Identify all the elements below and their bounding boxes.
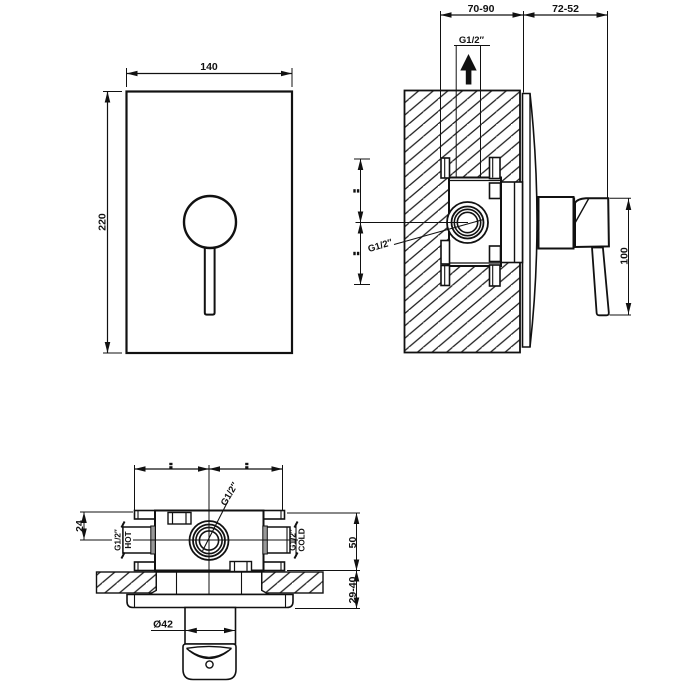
svg-text:50: 50: [347, 537, 359, 549]
svg-text:70-90: 70-90: [468, 3, 495, 15]
svg-text:G1/2″: G1/2″: [459, 35, 485, 46]
svg-text:220: 220: [97, 213, 109, 231]
svg-text:140: 140: [200, 61, 218, 73]
svg-text:COLD: COLD: [298, 528, 307, 551]
svg-text:G1/2″: G1/2″: [289, 529, 298, 551]
svg-text:Ø42: Ø42: [153, 619, 173, 631]
svg-text:72-52: 72-52: [552, 3, 579, 15]
svg-text:29-40: 29-40: [347, 576, 359, 603]
svg-text:HOT: HOT: [124, 531, 133, 548]
svg-text:G1/2″: G1/2″: [114, 529, 123, 551]
svg-text:24: 24: [74, 520, 86, 532]
svg-text:100: 100: [618, 247, 630, 265]
